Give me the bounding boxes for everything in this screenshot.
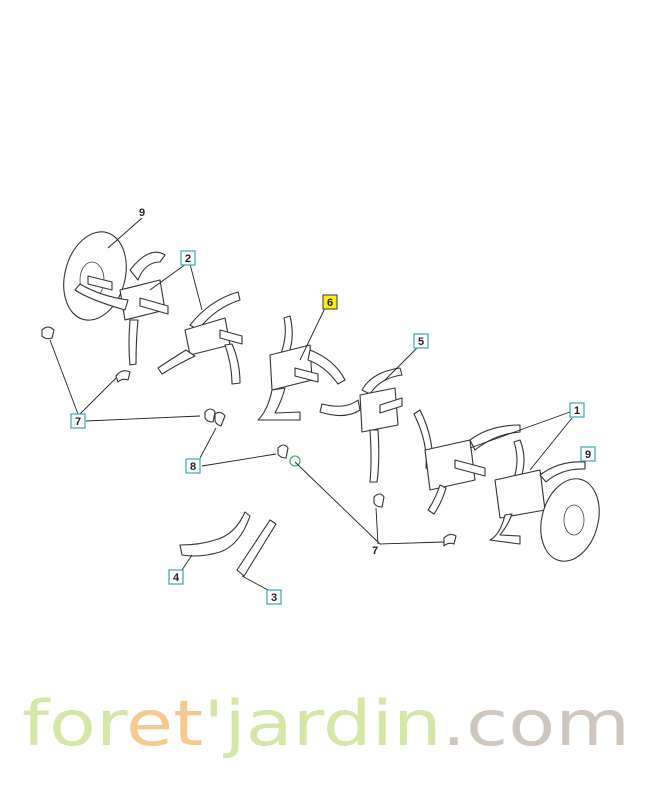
part-clips[interactable] [41, 326, 457, 547]
part-tine-6[interactable] [257, 315, 346, 421]
part-tine-assembly-2[interactable] [74, 251, 243, 385]
svg-text:4: 4 [173, 572, 180, 584]
part-disc-right[interactable] [532, 472, 608, 568]
part-brackets[interactable] [179, 511, 277, 577]
label-2[interactable]: 2 [180, 250, 196, 266]
part-tine-5[interactable] [319, 367, 403, 483]
svg-text:3: 3 [271, 592, 277, 604]
label-1[interactable]: 1 [569, 402, 585, 418]
label-8[interactable]: 8 [185, 458, 201, 474]
part-tine-assembly-1[interactable] [413, 409, 586, 545]
svg-text:5: 5 [418, 336, 424, 348]
label-6-highlighted[interactable]: 6 [322, 294, 338, 310]
label-5[interactable]: 5 [413, 333, 429, 349]
svg-text:9: 9 [585, 449, 591, 461]
svg-text:7: 7 [75, 416, 81, 428]
svg-text:2: 2 [185, 253, 191, 265]
label-9-right[interactable]: 9 [580, 446, 596, 462]
label-7-bottom: 7 [372, 545, 378, 557]
label-3[interactable]: 3 [266, 589, 282, 605]
leader-lines [49, 217, 573, 591]
svg-text:1: 1 [574, 405, 580, 417]
svg-text:6: 6 [327, 297, 333, 309]
label-9-top: 9 [139, 207, 145, 219]
label-4[interactable]: 4 [168, 569, 184, 585]
label-7-left[interactable]: 7 [70, 413, 86, 429]
svg-text:8: 8 [190, 461, 196, 473]
